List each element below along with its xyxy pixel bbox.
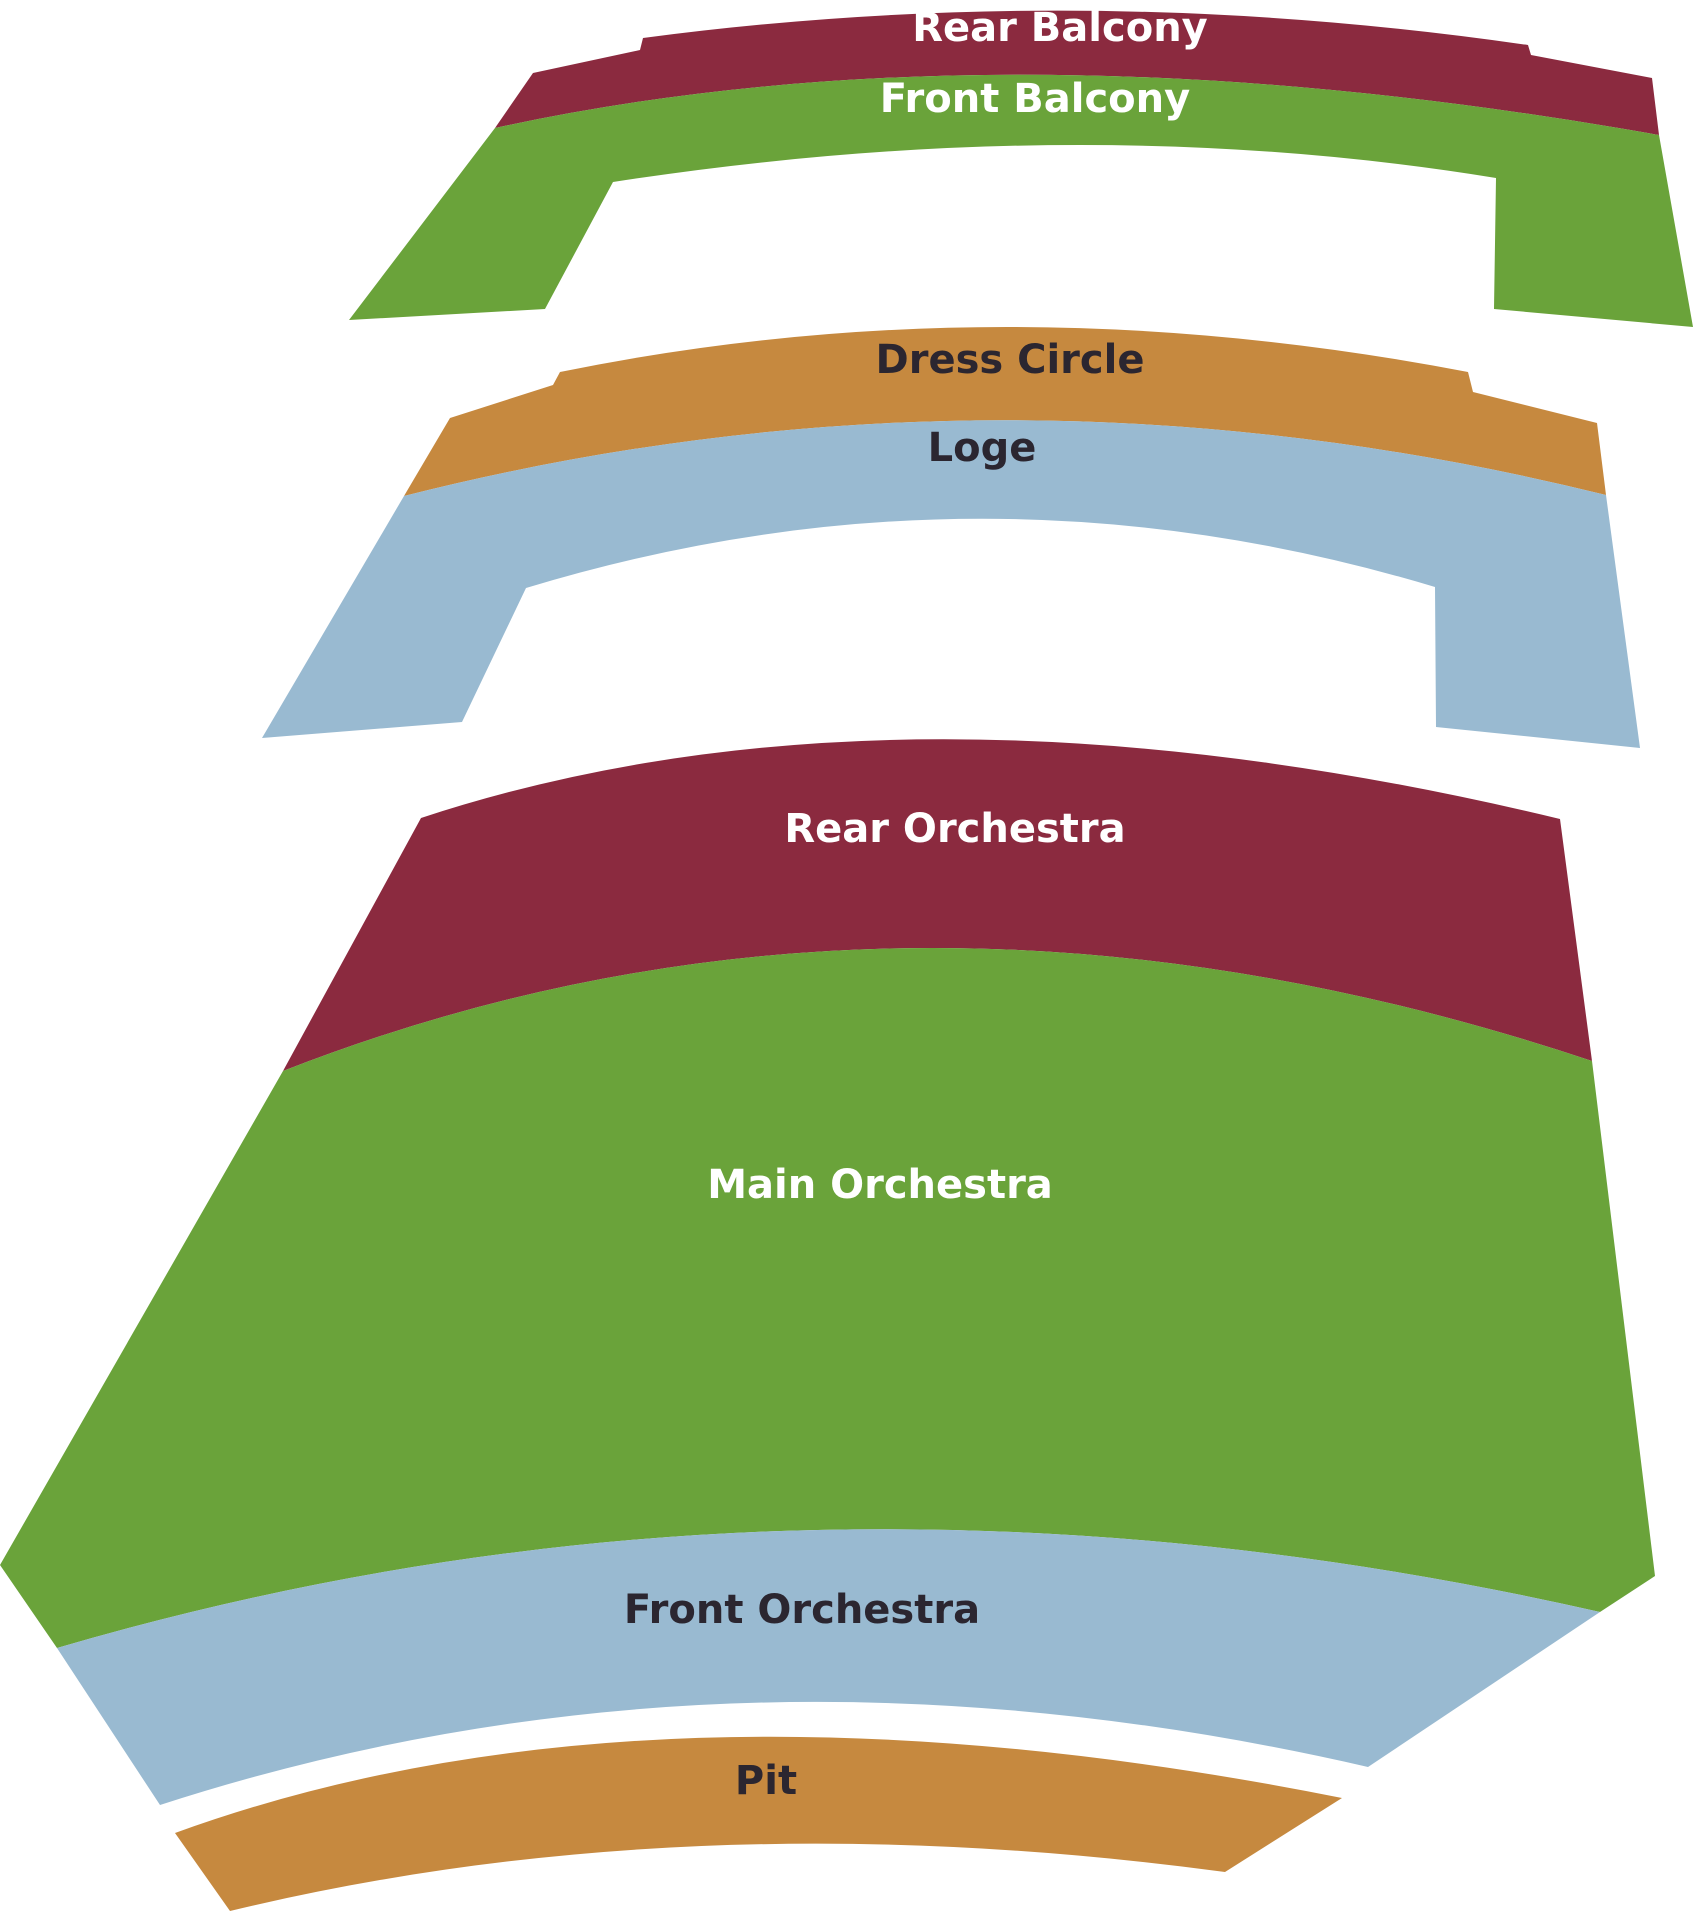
section-dress-circle-shape[interactable]	[404, 327, 1606, 496]
section-front-balcony[interactable]: Front Balcony	[349, 74, 1693, 327]
section-main-orchestra-label: Main Orchestra	[707, 1162, 1053, 1208]
section-dress-circle-label: Dress Circle	[876, 337, 1145, 383]
section-main-orchestra[interactable]: Main Orchestra	[0, 947, 1655, 1648]
section-pit-label: Pit	[735, 1758, 797, 1804]
section-loge[interactable]: Loge	[262, 420, 1640, 748]
section-front-orchestra-label: Front Orchestra	[624, 1587, 980, 1633]
section-rear-orchestra-shape[interactable]	[283, 739, 1592, 1071]
section-front-balcony-label: Front Balcony	[880, 76, 1190, 122]
section-loge-shape[interactable]	[262, 420, 1640, 748]
section-rear-orchestra[interactable]: Rear Orchestra	[283, 739, 1592, 1071]
section-rear-balcony-shape[interactable]	[495, 10, 1659, 135]
section-loge-label: Loge	[928, 425, 1037, 471]
section-rear-balcony-label: Rear Balcony	[912, 5, 1208, 51]
section-rear-balcony[interactable]: Rear Balcony	[495, 5, 1659, 135]
section-main-orchestra-shape[interactable]	[0, 947, 1655, 1648]
section-front-balcony-shape[interactable]	[349, 74, 1693, 327]
section-front-orchestra-shape[interactable]	[57, 1529, 1600, 1805]
section-rear-orchestra-label: Rear Orchestra	[784, 806, 1125, 852]
section-dress-circle[interactable]: Dress Circle	[404, 327, 1606, 496]
section-pit[interactable]: Pit	[175, 1736, 1342, 1911]
section-pit-shape[interactable]	[175, 1736, 1342, 1911]
section-front-orchestra[interactable]: Front Orchestra	[57, 1529, 1600, 1805]
